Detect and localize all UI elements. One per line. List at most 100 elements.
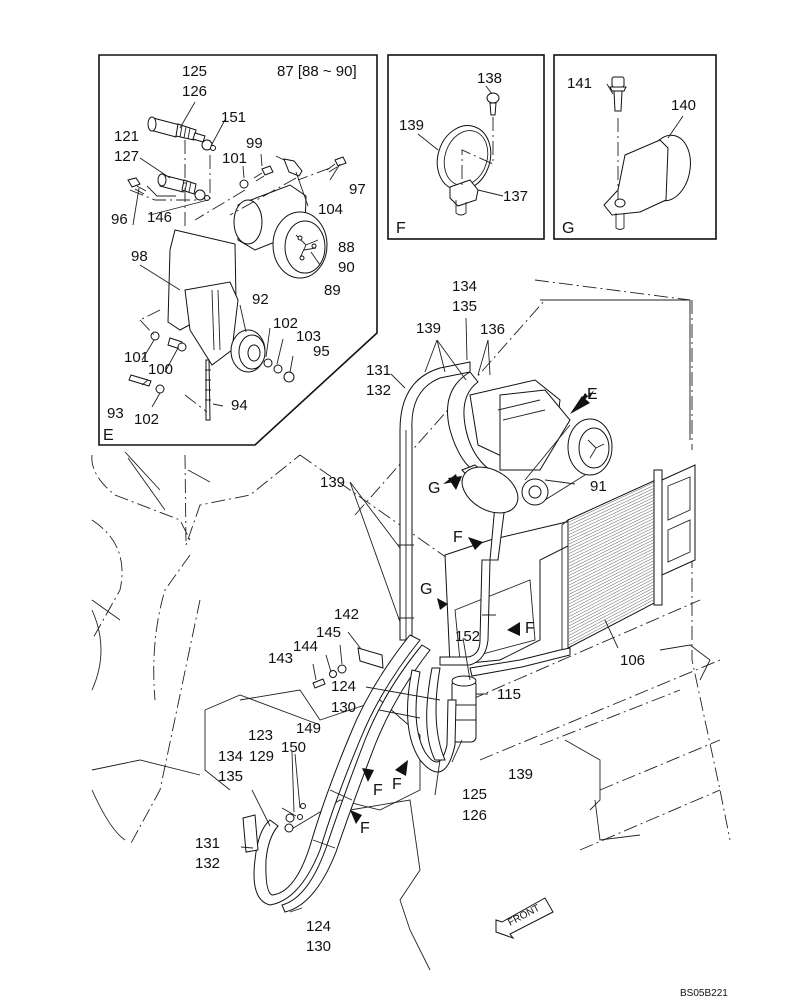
condenser-fin xyxy=(568,566,660,614)
callout-126: 126 xyxy=(182,83,207,100)
callout-131b: 131 xyxy=(195,835,220,852)
detail-view-e: 125 126 87 [88 ~ 90] 151 121 127 99 101 … xyxy=(98,54,378,446)
condenser-fin xyxy=(568,536,660,583)
callout-95: 95 xyxy=(313,343,330,360)
fitting-cluster-123-129 xyxy=(242,803,306,853)
callout-130: 130 xyxy=(331,699,356,716)
callout-131: 131 xyxy=(366,362,391,379)
condenser-fin xyxy=(568,575,660,624)
callout-106: 106 xyxy=(620,652,645,669)
view-arrow-g2 xyxy=(437,598,448,610)
condenser-fin xyxy=(568,527,660,573)
condenser-fin xyxy=(568,497,660,542)
condenser-fin xyxy=(568,560,660,608)
view-label-g: G xyxy=(562,220,574,237)
arrow-label-f3: F xyxy=(373,782,383,799)
callout-103: 103 xyxy=(296,328,321,345)
callout-134b: 134 xyxy=(218,748,243,765)
idler-pulley-92 xyxy=(230,329,266,373)
callout-135: 135 xyxy=(452,298,477,315)
clip-137 xyxy=(449,179,479,216)
view-arrow-e xyxy=(570,390,594,414)
callout-88: 88 xyxy=(338,239,355,256)
condenser-fin xyxy=(568,593,660,642)
condenser-fin xyxy=(568,518,660,564)
callout-149: 149 xyxy=(296,720,321,737)
washer-144 xyxy=(329,670,337,678)
callout-121: 121 xyxy=(114,128,139,145)
callout-142: 142 xyxy=(334,606,359,623)
condenser-fin xyxy=(568,485,660,529)
washer-102 xyxy=(263,358,273,368)
callout-143: 143 xyxy=(268,650,293,667)
callout-123: 123 xyxy=(248,727,273,744)
arrow-label-f5: F xyxy=(360,820,370,837)
condenser-fin xyxy=(568,482,660,526)
callout-137: 137 xyxy=(503,188,528,205)
condenser-fin xyxy=(568,545,660,592)
arrow-label-f2: F xyxy=(525,620,535,637)
callout-139: 139 xyxy=(416,320,441,337)
detail-view-g: 141 140 G xyxy=(553,54,717,240)
condenser-fin xyxy=(568,557,660,605)
bracket-98 xyxy=(167,229,239,366)
bolt-93 xyxy=(128,374,152,387)
callout-93: 93 xyxy=(107,405,124,422)
arrow-label-f4: F xyxy=(392,776,402,793)
condenser-fin xyxy=(568,551,660,598)
callout-130b: 130 xyxy=(306,938,331,955)
callout-146: 146 xyxy=(147,209,172,226)
callout-125: 125 xyxy=(462,786,487,803)
condenser-106 xyxy=(469,464,696,677)
bracket-140 xyxy=(603,134,691,230)
condenser-fin xyxy=(568,515,660,561)
condenser-fin xyxy=(568,533,660,579)
hose-fitting-121-127 xyxy=(157,173,210,201)
callout-140: 140 xyxy=(671,97,696,114)
arrow-label-g2: G xyxy=(420,581,432,598)
hose-125-126 xyxy=(407,667,457,773)
drawing-code: BS05B221 xyxy=(680,988,728,999)
bolt-99 xyxy=(253,165,274,182)
detail-view-f: 138 139 137 F xyxy=(387,54,545,240)
screw-138 xyxy=(486,92,500,116)
condenser-fin xyxy=(568,521,660,567)
condenser-fin xyxy=(568,503,660,548)
condenser-fin xyxy=(568,587,660,636)
condenser-fin xyxy=(568,581,660,630)
adjusting-bolt-94 xyxy=(205,359,211,421)
callout-136: 136 xyxy=(480,321,505,338)
callout-129: 129 xyxy=(249,748,274,765)
hose-124-130 xyxy=(253,634,431,913)
washer-102b xyxy=(155,384,165,394)
callout-135b: 135 xyxy=(218,768,243,785)
assembly-note: 87 [88 ~ 90] xyxy=(277,63,357,80)
callout-132b: 132 xyxy=(195,855,220,872)
view-arrow-g1 xyxy=(443,474,465,490)
condenser-fin xyxy=(568,530,660,576)
nut-101 xyxy=(150,331,160,341)
hose-fitting-125-126 xyxy=(147,116,216,151)
callout-97: 97 xyxy=(349,181,366,198)
callout-124b: 124 xyxy=(306,918,331,935)
condenser-fin xyxy=(568,494,660,538)
callout-90: 90 xyxy=(338,259,355,276)
callout-124: 124 xyxy=(331,678,356,695)
view-arrow-f4 xyxy=(395,760,408,776)
condenser-fin xyxy=(568,500,660,545)
view-label-f: F xyxy=(396,220,406,237)
condenser-fin xyxy=(568,578,660,627)
callout-92: 92 xyxy=(252,291,269,308)
callout-152: 152 xyxy=(455,628,480,645)
callout-96: 96 xyxy=(111,211,128,228)
callout-101: 101 xyxy=(222,150,247,167)
callout-151: 151 xyxy=(221,109,246,126)
bolt-141 xyxy=(609,76,627,112)
callout-126: 126 xyxy=(462,807,487,824)
callout-89: 89 xyxy=(324,282,341,299)
condenser-fin xyxy=(568,479,660,523)
fitting-104 xyxy=(275,155,303,177)
view-arrow-f5 xyxy=(350,810,362,824)
bracket-142 xyxy=(312,647,384,689)
